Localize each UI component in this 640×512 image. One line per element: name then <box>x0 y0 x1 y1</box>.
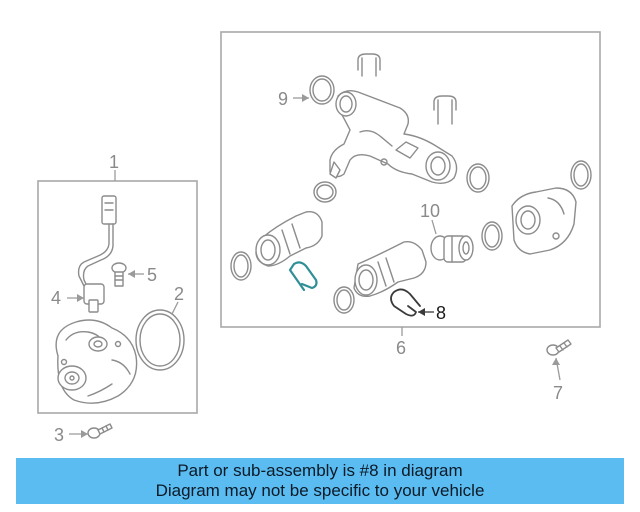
callout-8[interactable]: 8 <box>436 303 446 323</box>
water-pump-assembly-group: 1 4 5 <box>37 152 198 445</box>
water-pump-housing <box>55 319 138 404</box>
thermostat-housing <box>329 89 458 185</box>
callout-7[interactable]: 7 <box>553 383 563 403</box>
left-hose-adapter <box>255 211 323 267</box>
seal-lower-left <box>230 251 252 281</box>
top-clip <box>357 53 381 77</box>
part-3-bolt <box>87 423 113 439</box>
highlighted-clip-left[interactable] <box>288 261 318 292</box>
banner-line-2: Diagram may not be specific to your vehi… <box>155 481 485 500</box>
part-4-sensor <box>83 283 105 313</box>
sensor-wire <box>77 195 117 289</box>
callout-9[interactable]: 9 <box>278 89 288 109</box>
seal-far-right <box>570 160 592 190</box>
thermostat-assembly-group: 6 9 <box>220 31 601 358</box>
part-5-bolt <box>111 262 127 287</box>
seal-upper-left <box>313 181 337 203</box>
info-banner: Part or sub-assembly is #8 in diagram Di… <box>16 458 624 504</box>
part-8-clip[interactable] <box>390 288 421 317</box>
side-clip <box>433 95 457 125</box>
callout-3[interactable]: 3 <box>54 425 64 445</box>
part-7-bolt <box>546 339 572 356</box>
seal-lower-mid <box>333 286 355 314</box>
parts-diagram: 1 4 5 <box>37 31 601 445</box>
callout-4[interactable]: 4 <box>51 288 61 308</box>
thermostat-box <box>220 31 601 328</box>
seal-upper-right <box>466 163 490 193</box>
callout-2[interactable]: 2 <box>174 284 184 304</box>
callout-1[interactable]: 1 <box>109 152 119 172</box>
outlet-elbow <box>511 187 577 255</box>
callout-10[interactable]: 10 <box>420 201 440 221</box>
seal-right <box>481 221 503 251</box>
part-2-oring <box>135 309 185 371</box>
callout-6[interactable]: 6 <box>396 338 406 358</box>
part-9-oring <box>309 75 335 105</box>
water-pump-box <box>37 180 198 414</box>
lower-hose-adapter <box>353 240 427 298</box>
part-10-thermostat <box>430 235 474 263</box>
banner-line-1: Part or sub-assembly is #8 in diagram <box>177 461 463 480</box>
callout-5[interactable]: 5 <box>147 265 157 285</box>
